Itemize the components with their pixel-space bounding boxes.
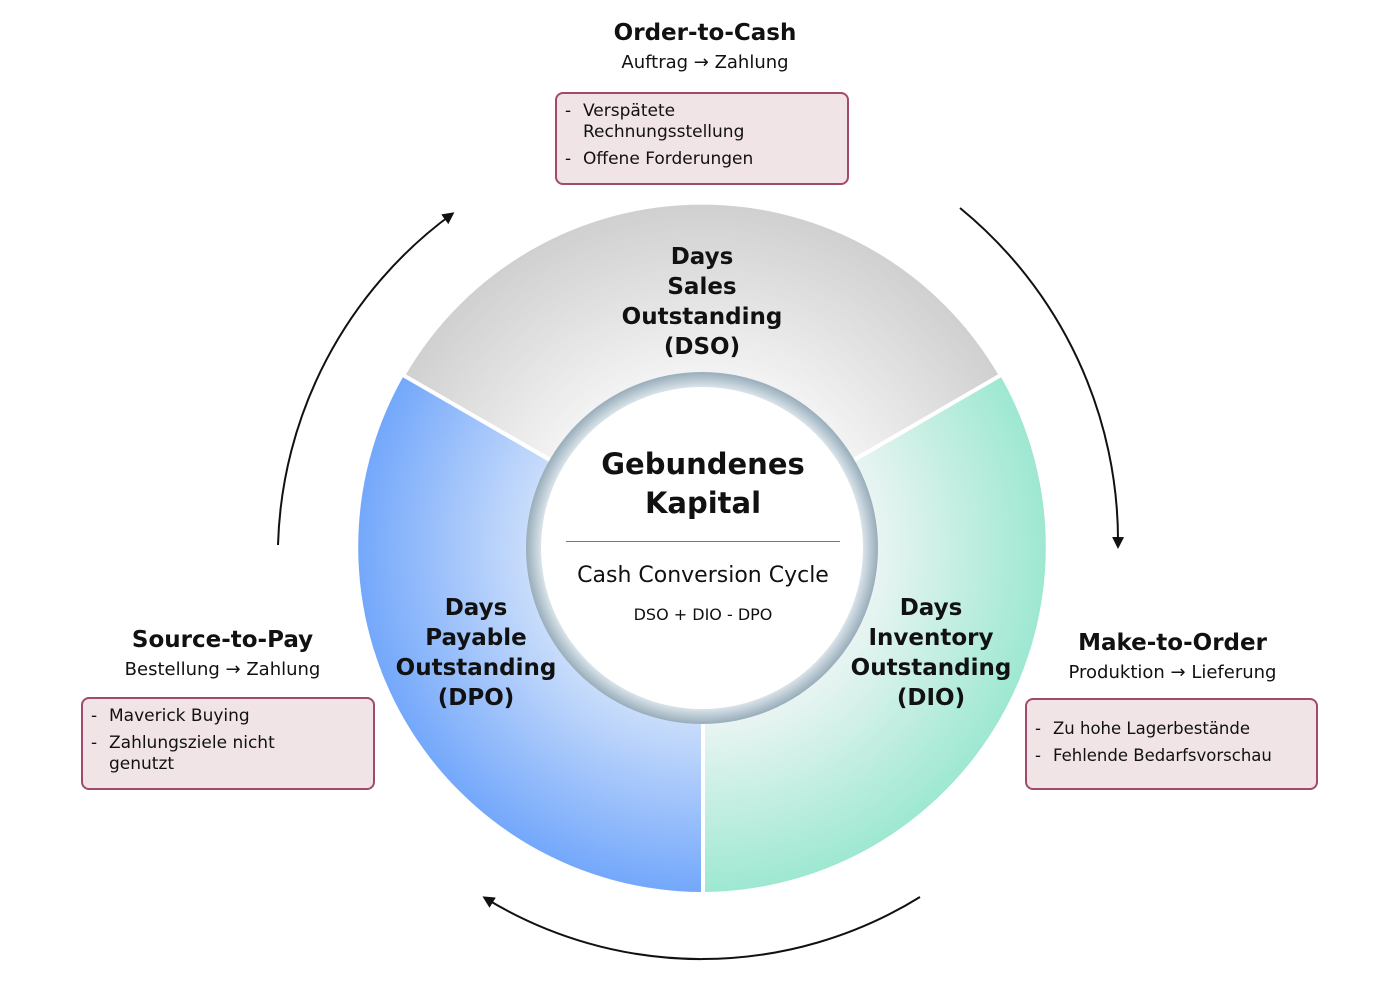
segment-dpo — [358, 377, 702, 892]
process-subtitle: Produktion → Lieferung — [1068, 662, 1277, 683]
issue-box-make-to-order: Zu hohe Lagerbestände Fehlende Bedarfsvo… — [1025, 698, 1318, 790]
segment-label-dpo: Days Payable Outstanding (DPO) — [395, 595, 557, 711]
center-title: Gebundenes Kapital — [601, 447, 805, 520]
issue-item: Offene Forderungen — [565, 149, 837, 170]
center-formula: DSO + DIO - DPO — [633, 605, 773, 624]
process-source-to-pay: Source-to-Pay Bestellung → Zahlung — [80, 625, 365, 683]
segment-divider — [402, 373, 553, 463]
issue-box-order-to-cash: Verspätete Rechnungsstellung Offene Ford… — [555, 92, 849, 185]
arrow-mto-to-stp — [482, 896, 921, 960]
process-make-to-order: Make-to-Order Produktion → Lieferung — [1030, 628, 1315, 686]
segment-dio — [704, 377, 1046, 892]
segment-dso — [405, 204, 999, 462]
process-title: Order-to-Cash — [613, 20, 797, 46]
issue-item: Zu hohe Lagerbestände — [1035, 718, 1306, 739]
center-subtitle: Cash Conversion Cycle — [577, 563, 829, 588]
center-circle — [541, 387, 863, 709]
center-content: Gebundenes Kapital Cash Conversion Cycle… — [545, 445, 861, 626]
issue-item: Verspätete Rechnungsstellung — [565, 101, 803, 143]
process-title: Make-to-Order — [1078, 630, 1267, 656]
process-order-to-cash: Order-to-Cash Auftrag → Zahlung — [555, 18, 855, 76]
center-divider — [566, 541, 840, 542]
arrow-otc-to-mto — [959, 207, 1125, 549]
issue-item: Zahlungsziele nicht genutzt — [91, 733, 309, 775]
issue-item: Fehlende Bedarfsvorschau — [1035, 745, 1306, 766]
segment-label-dio: Days Inventory Outstanding (DIO) — [850, 595, 1012, 711]
issue-item: Maverick Buying — [91, 706, 363, 727]
process-subtitle: Auftrag → Zahlung — [621, 52, 789, 73]
issue-box-source-to-pay: Maverick Buying Zahlungsziele nicht genu… — [81, 697, 375, 790]
process-subtitle: Bestellung → Zahlung — [124, 659, 321, 680]
segment-divider — [851, 373, 1002, 463]
arrow-stp-to-otc — [277, 212, 455, 546]
process-title: Source-to-Pay — [131, 627, 314, 653]
segment-label-dso: Days Sales Outstanding (DSO) — [621, 244, 783, 360]
